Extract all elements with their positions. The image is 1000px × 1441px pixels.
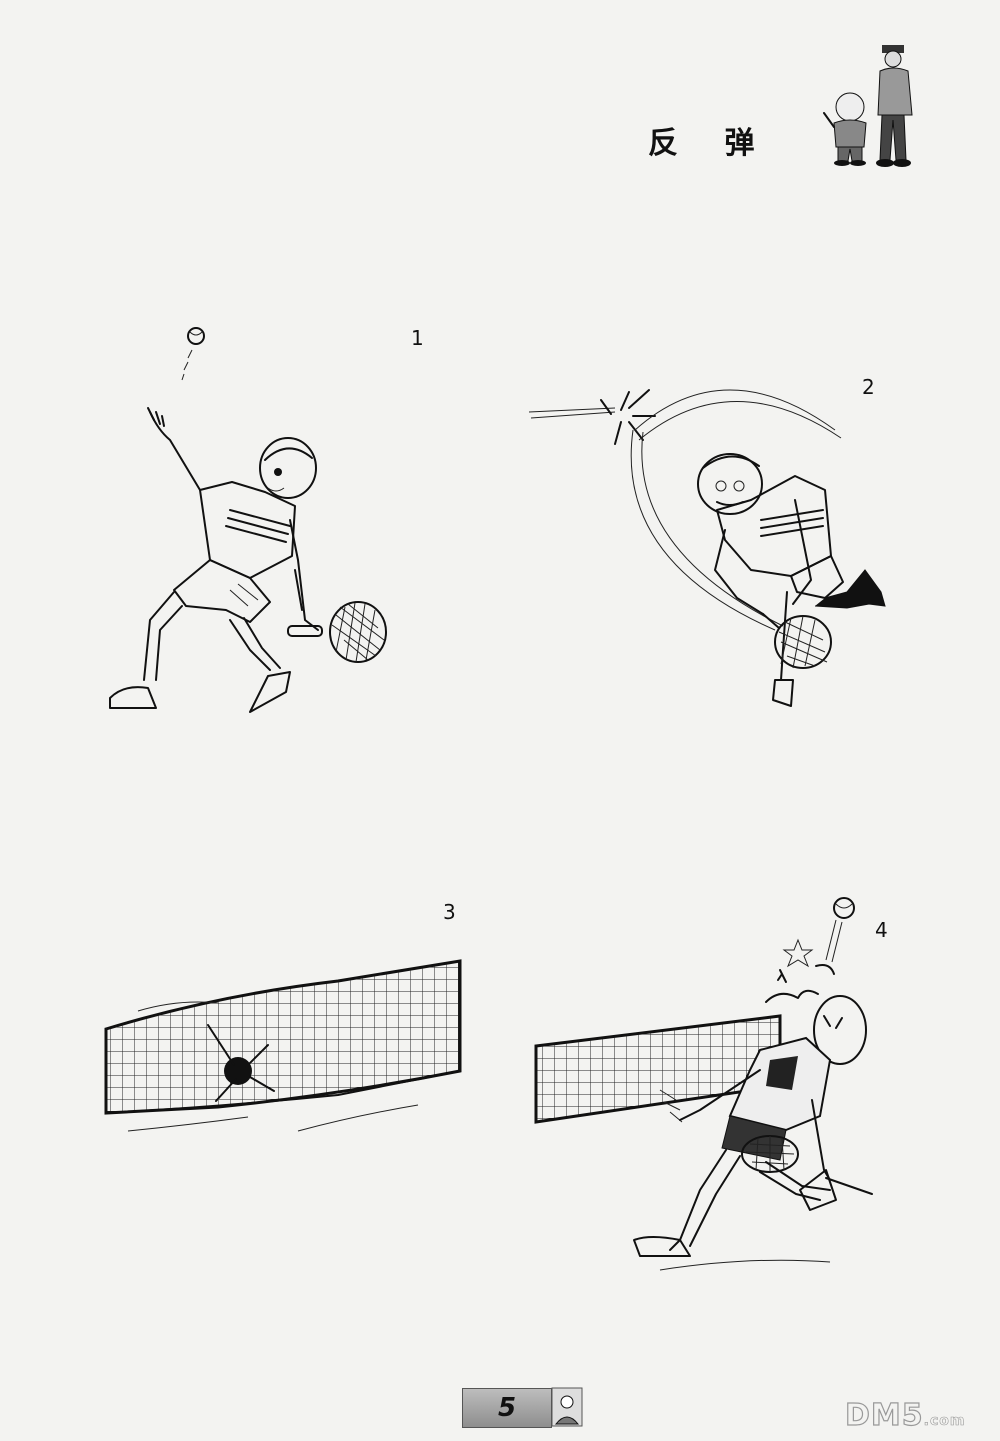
returning-man-illustration [528, 389, 886, 707]
mascot-illustration [823, 45, 913, 167]
panel-1: 1 [100, 320, 440, 720]
panel-number: 1 [411, 326, 424, 350]
panel-2: 2 [525, 360, 895, 720]
panel-number: 4 [875, 918, 888, 942]
panel-number: 2 [862, 375, 875, 399]
watermark-suffix: .com [923, 1413, 966, 1430]
ball-hits-head-illustration [534, 897, 873, 1271]
watermark-text: DM5 [844, 1397, 924, 1433]
panel-4: 4 [530, 890, 900, 1290]
page-number: 5 [462, 1388, 552, 1428]
site-watermark: DM5.com [844, 1397, 966, 1433]
page-footer: 5 [462, 1387, 583, 1428]
panel-3: 3 [98, 895, 468, 1215]
footer-portrait-icon [551, 1387, 583, 1427]
serving-boy-illustration [109, 327, 387, 713]
torn-net-illustration [104, 959, 462, 1132]
page-title: 反 弹 [648, 126, 773, 161]
panel-number: 3 [443, 900, 456, 924]
